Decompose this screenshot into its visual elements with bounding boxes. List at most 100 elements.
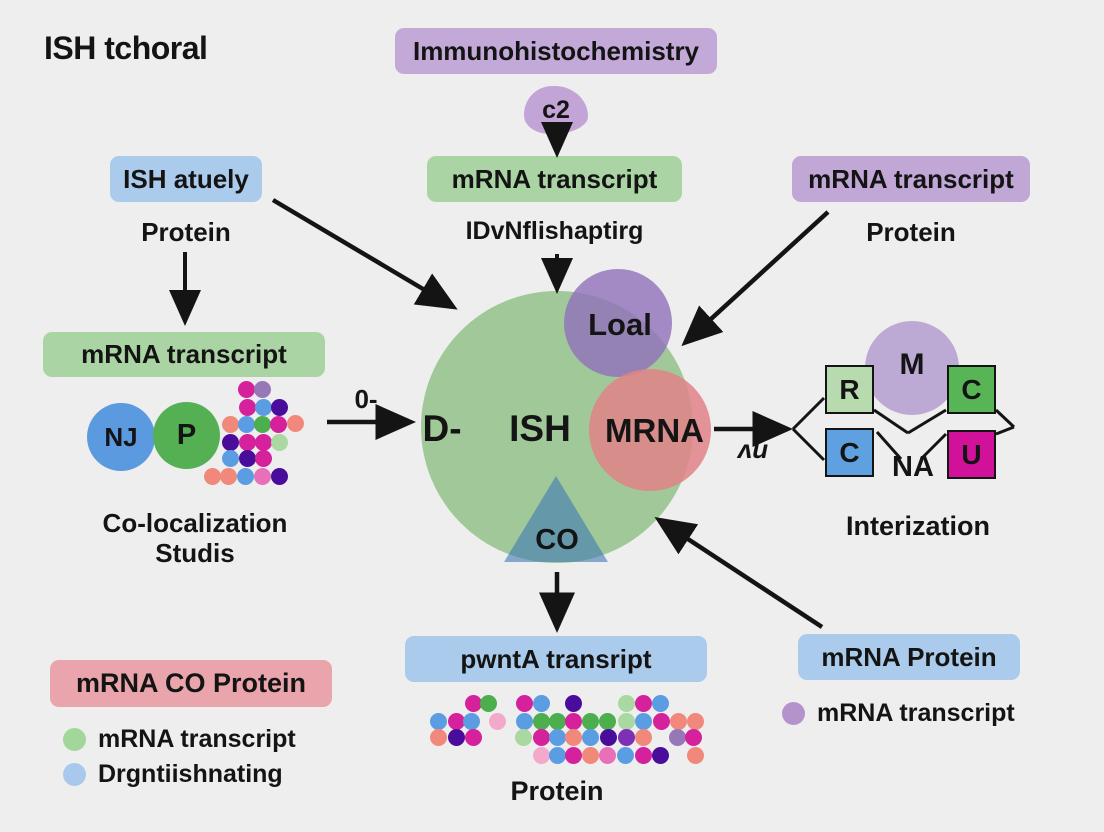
square-u-label: U	[961, 438, 982, 470]
square-c-green: C	[947, 365, 996, 414]
scatter-dot	[429, 728, 447, 746]
scatter-dot	[684, 728, 702, 746]
square-c-blue-label: C	[839, 436, 860, 468]
scatter-dot	[651, 694, 669, 712]
pwnta-transript-box: pwntA transript	[405, 636, 707, 682]
scatter-dot	[236, 467, 254, 485]
scatter-dot	[464, 728, 482, 746]
scatter-dot	[617, 694, 635, 712]
bottom-right-legend-label: mRNA transcript	[817, 699, 1015, 727]
immunohistochemistry-box: Immunohistochemistry	[395, 28, 717, 74]
scatter-dot	[203, 467, 221, 485]
scatter-dot	[269, 415, 287, 433]
mrna-co-protein-label: mRNA CO Protein	[75, 668, 306, 698]
scatter-dot	[238, 398, 256, 416]
scatter-dot	[254, 449, 272, 467]
legend-item-green: mRNA transcript	[63, 725, 296, 754]
scatter-dot	[598, 712, 616, 730]
arrow-topleft-to-circle	[271, 198, 458, 310]
purple-dot-icon	[782, 702, 805, 725]
scatter-dot	[238, 433, 256, 451]
pwnta-transript-label: pwntA transript	[460, 643, 652, 674]
square-r: R	[825, 365, 874, 414]
scatter-dot	[221, 415, 239, 433]
scatter-dot	[634, 728, 652, 746]
scatter-dot	[532, 728, 550, 746]
scatter-dot	[548, 746, 566, 764]
top-right-protein-label: Protein	[866, 217, 956, 247]
ish-atuely-label: ISH atuely	[123, 163, 249, 194]
scatter-dot	[488, 712, 506, 730]
loal-circle	[564, 269, 672, 377]
scatter-dot	[514, 728, 532, 746]
scatter-dot	[270, 398, 288, 416]
scatter-dot	[532, 746, 550, 764]
scatter-dot	[237, 415, 255, 433]
scatter-dot	[581, 728, 599, 746]
legend-green-label: mRNA transcript	[98, 725, 296, 753]
nj-circle-label: NJ	[104, 421, 138, 452]
mrna-transcript-top-label: mRNA transcript	[451, 163, 658, 194]
m-circle	[865, 321, 959, 415]
scatter-dot	[532, 694, 550, 712]
colocalization-caption-line1: Co-localization	[102, 508, 288, 538]
scatter-dot	[221, 449, 239, 467]
colocalization-caption-line2: Studis	[155, 538, 235, 568]
scatter-dot	[564, 694, 582, 712]
mrna-co-protein-box: mRNA CO Protein	[50, 660, 332, 707]
scatter-dot	[238, 449, 256, 467]
scatter-dot	[598, 746, 616, 764]
square-c-blue: C	[825, 428, 874, 477]
scatter-dot	[254, 398, 272, 416]
bottom-right-legend-item: mRNA transcript	[782, 699, 1015, 728]
scatter-dot	[429, 712, 447, 730]
scatter-dot	[634, 694, 652, 712]
square-r-label: R	[839, 373, 860, 405]
m-label: M	[899, 348, 925, 381]
top-sub-label: IDvNflishaptirg	[465, 217, 644, 245]
mrna-label: MRNA	[605, 412, 704, 449]
scatter-dot	[447, 712, 465, 730]
scatter-dot	[270, 467, 288, 485]
mrna-transcript-box-top: mRNA transcript	[427, 156, 682, 202]
na-label: NA	[892, 451, 934, 483]
legend-blue-label: Drgntiishnating	[98, 760, 283, 788]
scatter-dot	[581, 746, 599, 764]
mrna-transcript-box-right: mRNA transcript	[792, 156, 1030, 202]
scatter-dot	[237, 380, 255, 398]
scatter-dot	[686, 746, 704, 764]
mrna-transcript-right-label: mRNA transcript	[808, 163, 1014, 194]
top-left-protein-label: Protein	[141, 217, 231, 247]
bottom-protein-caption: Protein	[510, 776, 604, 806]
scatter-dot	[548, 728, 566, 746]
scatter-dot	[462, 712, 480, 730]
scatter-dot	[548, 712, 566, 730]
scatter-dot	[581, 712, 599, 730]
scatter-dot	[564, 746, 582, 764]
scatter-dot	[669, 712, 687, 730]
scatter-dot	[617, 728, 635, 746]
scatter-dot	[254, 433, 272, 451]
scatter-dot	[253, 380, 271, 398]
scatter-dot	[219, 467, 237, 485]
c2-label: c2	[542, 95, 570, 124]
p-circle-label: P	[176, 419, 197, 451]
scatter-dot	[270, 433, 288, 451]
scatter-dot	[515, 694, 533, 712]
scatter-dot	[286, 414, 304, 432]
scatter-dot	[464, 694, 482, 712]
mrna-protein-box: mRNA Protein	[798, 634, 1020, 680]
immunohistochemistry-label: Immunohistochemistry	[412, 35, 700, 66]
legend-item-blue: Drgntiishnating	[63, 760, 283, 789]
scatter-dot	[221, 433, 239, 451]
arrow-label-left: 0-	[354, 384, 378, 414]
scatter-dot	[616, 746, 634, 764]
scatter-dot	[479, 694, 497, 712]
d-label: D-	[422, 408, 462, 449]
scatter-dot	[253, 415, 271, 433]
interization-caption: Interization	[845, 511, 990, 541]
scatter-dot	[564, 728, 582, 746]
co-label: CO	[535, 524, 579, 556]
scatter-dot	[447, 728, 465, 746]
